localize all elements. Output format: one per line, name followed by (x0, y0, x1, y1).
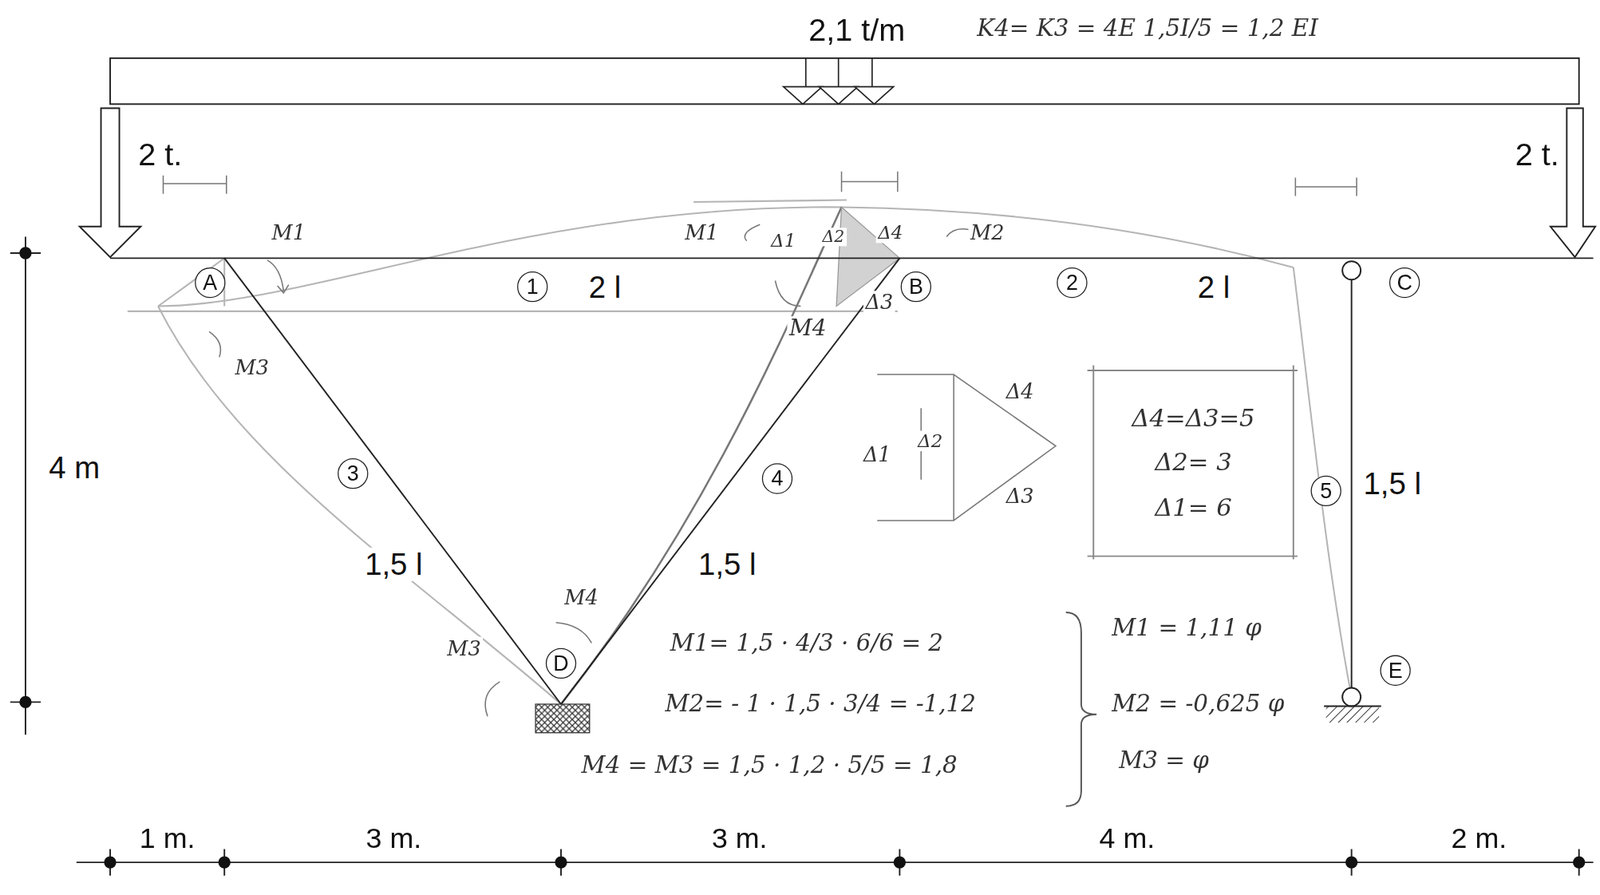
member-stiffness: 2 l (1195, 269, 1233, 304)
joint-marker: B (900, 271, 933, 303)
joint-letter: 1 (526, 274, 539, 300)
displacement-label: Δ2 (820, 227, 847, 245)
displacement-label: Δ4 (1003, 379, 1036, 402)
joint-marker: E (1379, 655, 1411, 687)
joint-letter: E (1388, 657, 1403, 683)
joint-marker: 3 (337, 458, 369, 490)
result-box: Δ4=Δ3=5Δ2= 3 Δ1= 6 (1097, 374, 1289, 552)
moment-label: M3 (445, 636, 484, 660)
displacement-label: Δ4 (876, 222, 905, 243)
joint-letter: D (553, 650, 569, 676)
moment-label: M1 (683, 221, 722, 244)
stiffness-note: K4= K3 = 4E 1,5I/5 = 1,2 EI (975, 15, 1321, 42)
dimension-label: 3 m. (363, 822, 424, 854)
displacement-label: Δ2 (916, 430, 945, 451)
displacement-label: Δ1 (768, 230, 798, 251)
load-value: 2 t. (136, 137, 185, 173)
moment-label: M3 (233, 355, 272, 379)
displacement-label: Δ3 (863, 290, 896, 313)
moment-result: M3 = φ (1117, 746, 1212, 773)
joint-letter: 4 (771, 466, 784, 491)
moment-equation: M2= - 1 · 1,5 · 3/4 = -1,12 (663, 691, 979, 717)
joint-letter: A (202, 270, 218, 296)
load-value: 2,1 t/m (806, 13, 908, 49)
dimension-label: 1 m. (137, 822, 198, 854)
joint-marker: A (194, 267, 226, 299)
displacement-label: Δ3 (1003, 484, 1036, 507)
joint-letter: 2 (1066, 270, 1079, 296)
joint-letter: 3 (347, 461, 360, 486)
dimension-label: 3 m. (709, 822, 770, 854)
dimension-label: 4 m (47, 450, 103, 484)
joint-marker: 2 (1056, 267, 1088, 299)
joint-marker: 4 (762, 462, 794, 494)
moment-equation: M4 = M3 = 1,5 · 1,2 · 5/5 = 1,8 (579, 751, 960, 778)
member-stiffness: 1,5 l (696, 547, 759, 581)
joint-marker: C (1389, 267, 1421, 299)
moment-label: M4 (786, 316, 829, 341)
member-stiffness: 2 l (586, 269, 624, 304)
dimension-label: 2 m. (1449, 822, 1510, 854)
displacement-label: Δ1 (861, 442, 893, 466)
joint-marker: 5 (1310, 475, 1342, 507)
displacement-value: Δ4=Δ3=5 (1131, 404, 1255, 433)
member-stiffness: 1,5 l (363, 547, 426, 581)
moment-result: M2 = -0,625 φ (1110, 691, 1287, 717)
joint-marker: D (545, 647, 577, 680)
joint-letter: 5 (1319, 478, 1332, 503)
moment-label: M1 (269, 221, 309, 244)
joint-letter: C (1396, 270, 1412, 296)
moment-result: M1 = 1,11 φ (1110, 614, 1265, 640)
joint-letter: B (908, 274, 924, 300)
member-stiffness: 1,5 l (1361, 466, 1424, 501)
moment-label: M4 (562, 585, 601, 609)
displacement-value: Δ2= 3 (1154, 449, 1233, 478)
moment-label: M2 (968, 221, 1008, 244)
moment-equation: M1= 1,5 · 4/3 · 6/6 = 2 (667, 629, 945, 656)
displacement-value: Δ1= 6 (1154, 493, 1233, 522)
dimension-label: 4 m. (1097, 822, 1158, 854)
joint-marker: 1 (517, 271, 549, 303)
load-value: 2 t. (1513, 137, 1561, 173)
